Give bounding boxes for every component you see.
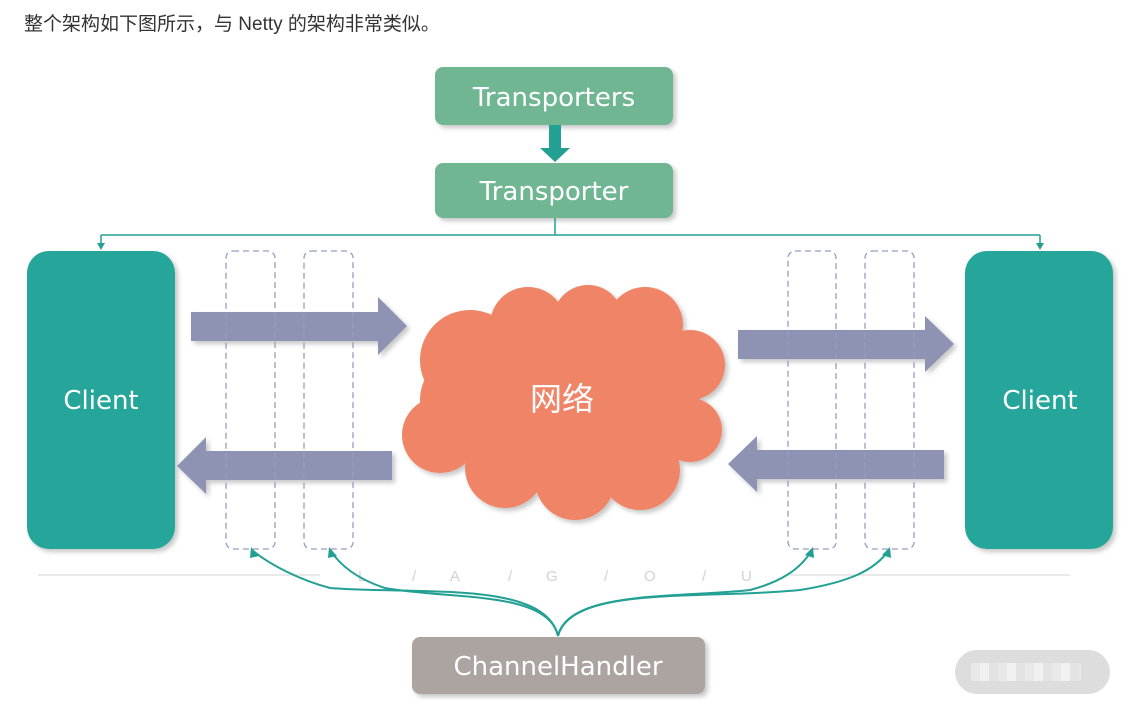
handler-connector (557, 549, 890, 637)
arrow-tip-icon (328, 547, 337, 558)
watermark-letter: O (644, 568, 656, 585)
client-right-label: Client (1002, 386, 1077, 416)
handler-connector (329, 549, 559, 637)
intro-text: 整个架构如下图所示，与 Netty 的架构非常类似。 (24, 14, 440, 35)
channel-slot (787, 250, 837, 550)
watermark-letter: / (508, 568, 513, 585)
transporter-node: Transporter (435, 163, 673, 218)
client-left-label: Client (63, 386, 138, 416)
watermark-letter: / (604, 568, 609, 585)
arrow-tip-icon (805, 547, 814, 558)
transporters-node: Transporters (435, 67, 673, 125)
network-cloud (402, 285, 725, 520)
arrow-tip-icon (882, 547, 891, 558)
arrow-tip-icon (250, 547, 259, 558)
network-label: 网络 (530, 380, 594, 418)
channel-slot (225, 250, 276, 550)
watermark-letter: / (702, 568, 707, 585)
channel-slot (303, 250, 354, 550)
watermark-letter: U (741, 568, 752, 585)
handler-connector (557, 549, 813, 637)
client-right-node: Client (965, 251, 1113, 549)
flow-arrow-left (177, 437, 392, 494)
blurred-badge (955, 650, 1110, 694)
transporters-label: Transporters (472, 83, 635, 113)
handler-connector (251, 549, 559, 637)
flow-arrow-right (191, 297, 407, 355)
channel-slot (864, 250, 915, 550)
transporter-label: Transporter (479, 177, 629, 207)
transporter-connector (100, 218, 1041, 246)
watermark-letter: G (546, 568, 558, 585)
arrow-tip-icon (97, 243, 105, 250)
watermark-letter: / (412, 568, 417, 585)
flow-arrow-right (738, 316, 954, 372)
client-left-node: Client (27, 251, 175, 549)
blurred-badge-icon (971, 663, 1081, 681)
watermark: L / A / G / O / U (358, 568, 752, 585)
channel-handler-node: ChannelHandler (412, 637, 705, 694)
watermark-letter: L (358, 568, 366, 585)
watermark-letter: A (450, 568, 460, 585)
arrow-down-icon (540, 125, 570, 162)
arrow-tip-icon (1036, 243, 1044, 250)
channel-handler-label: ChannelHandler (453, 652, 662, 682)
